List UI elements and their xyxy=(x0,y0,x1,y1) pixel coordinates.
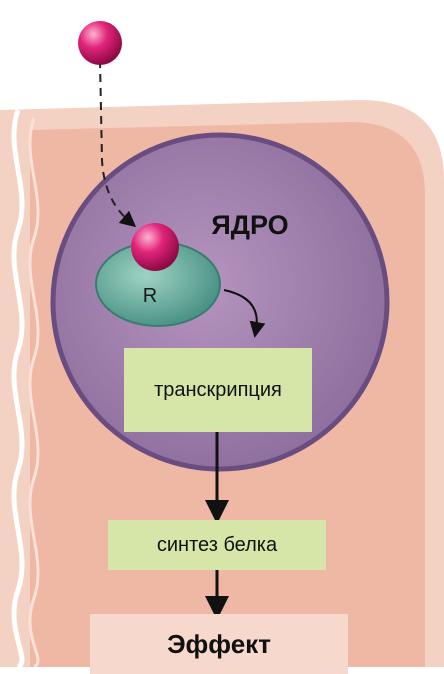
receptor-label: R xyxy=(130,283,170,309)
hormone-molecule-free xyxy=(78,21,122,65)
protein-synthesis-box: синтез белка xyxy=(108,520,326,570)
effect-box: Эффект xyxy=(90,614,348,674)
nucleus-label: ЯДРО xyxy=(180,204,320,246)
transcription-box: транскрипция xyxy=(124,348,312,432)
hormone-molecule-bound xyxy=(131,223,179,271)
